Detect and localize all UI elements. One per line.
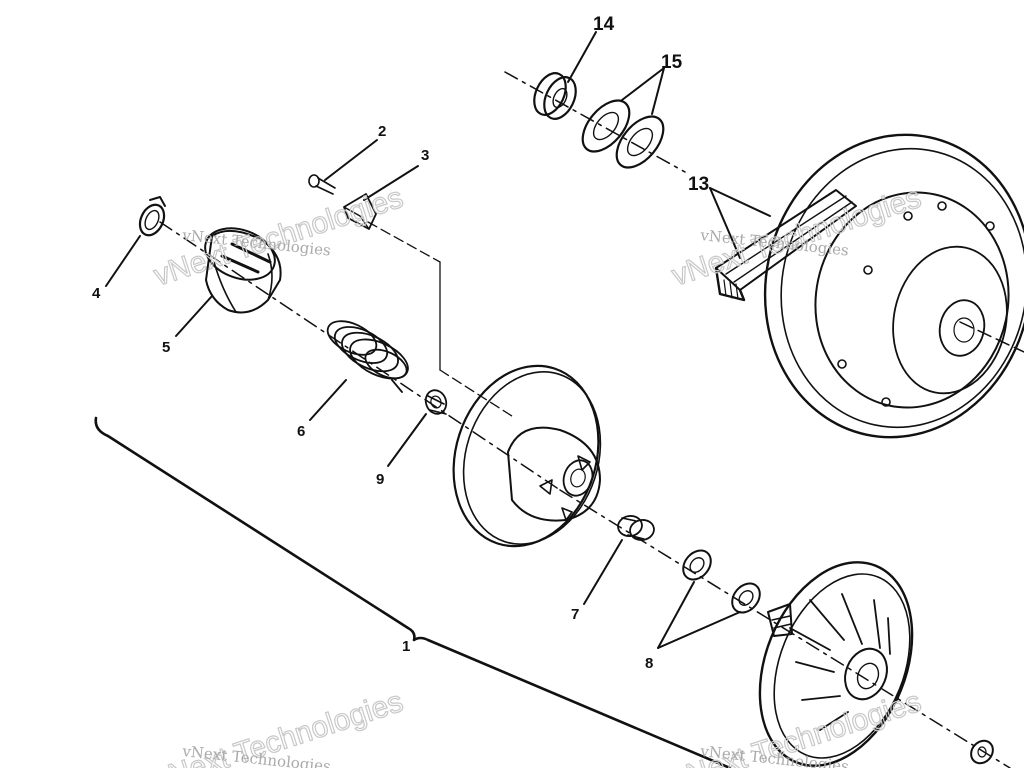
part-thrust-washers	[581, 99, 665, 169]
callout-4: 4	[92, 285, 101, 302]
part-bushing-9	[424, 389, 448, 415]
callout-9: 9	[376, 471, 384, 488]
part-nut	[970, 739, 994, 765]
callout-5: 5	[162, 339, 170, 356]
callout-1: 1	[402, 638, 410, 655]
part-seal	[533, 72, 577, 120]
part-wedge	[343, 193, 377, 230]
callout-7: 7	[571, 606, 579, 623]
callout-15: 15	[661, 52, 683, 73]
part-washers	[682, 549, 761, 614]
watermarks: vNext Technologies vNext Technologies vN…	[149, 180, 925, 768]
leader-lines	[105, 31, 771, 649]
part-pin	[308, 174, 336, 195]
part-retaining-ring	[138, 196, 166, 237]
callout-8: 8	[645, 655, 653, 672]
callout-14: 14	[593, 14, 615, 35]
part-cam	[204, 227, 282, 314]
callout-labels: 1 2 3 4 5 6 7 8 9 13 14 15	[92, 14, 709, 672]
callout-13: 13	[688, 174, 709, 195]
part-spring	[326, 320, 409, 393]
callout-6: 6	[297, 423, 305, 440]
callout-2: 2	[378, 123, 386, 140]
assembly-bracket	[94, 416, 732, 768]
part-fixed-sheave	[758, 561, 914, 767]
callout-3: 3	[421, 147, 429, 164]
part-movable-sheave	[452, 364, 602, 548]
part-bushing-7	[617, 515, 655, 541]
axis-center-lines	[159, 71, 1024, 768]
part-driven-clutch	[714, 133, 1024, 439]
